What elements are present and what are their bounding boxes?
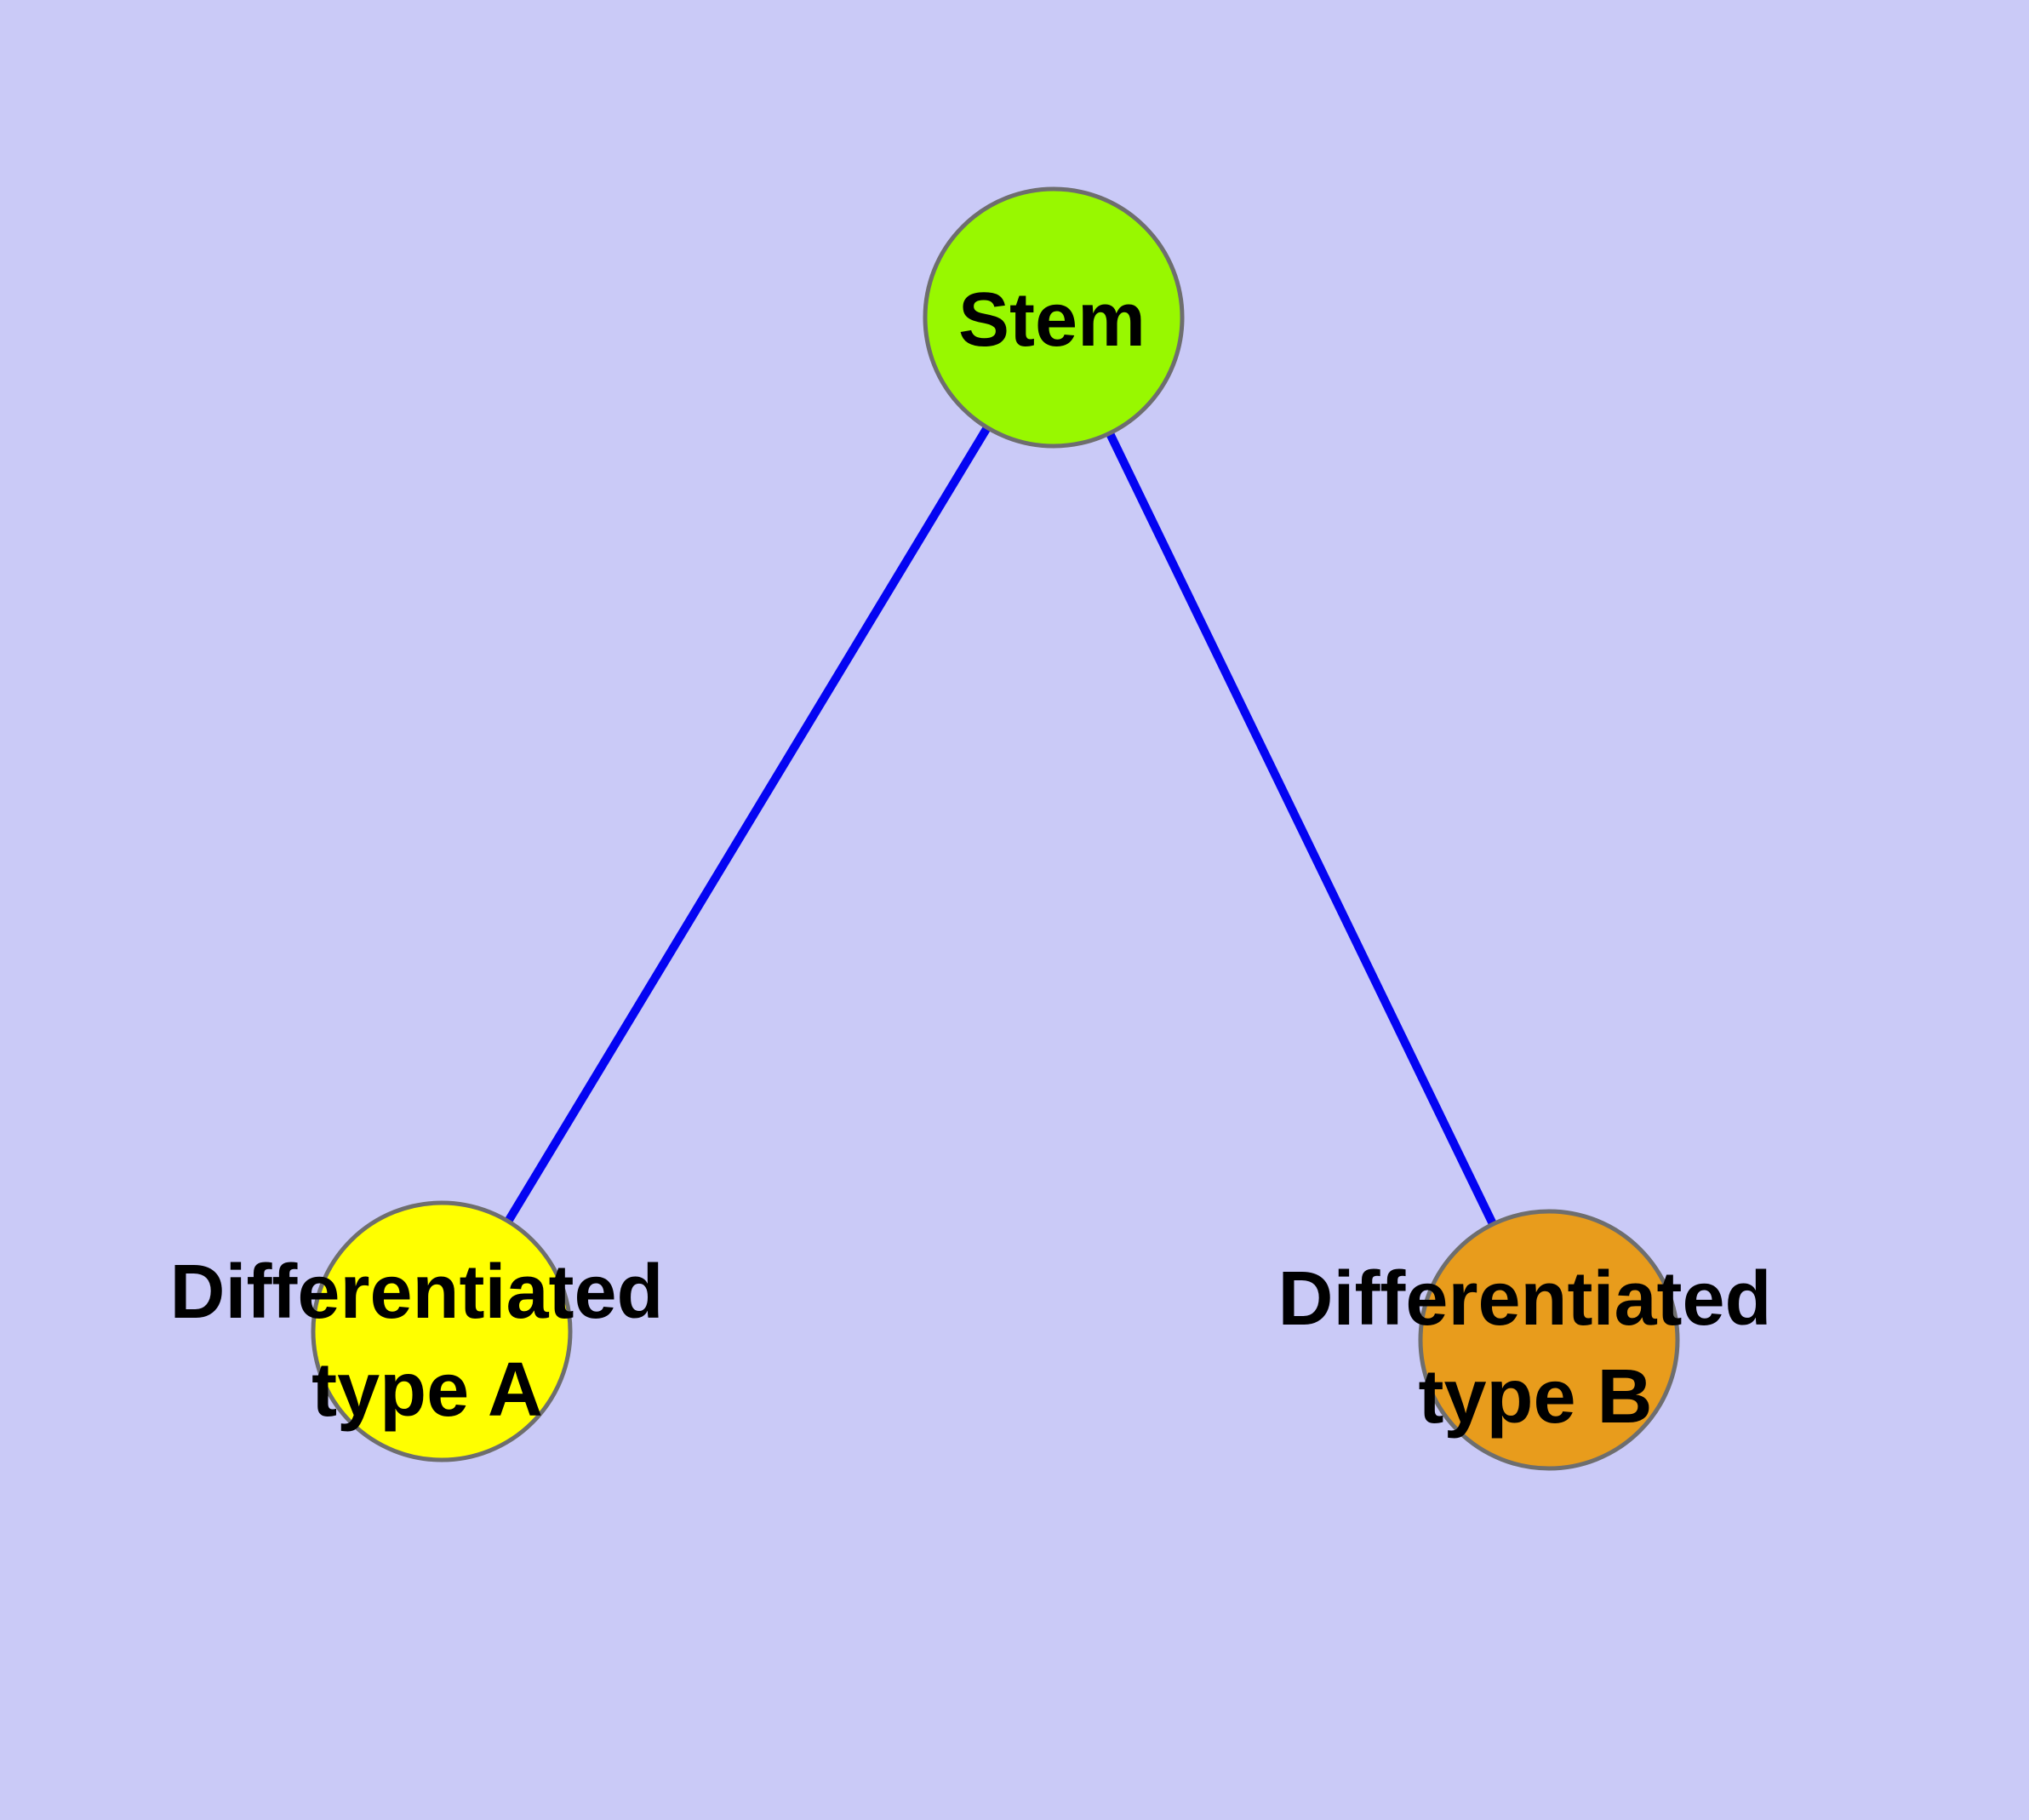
node-stem (923, 186, 1185, 449)
node-stem-label: Stem (958, 278, 1146, 363)
edge-stem-to-type-a (437, 315, 1058, 1334)
node-differentiated-type-a (311, 1200, 573, 1462)
node-type-b-label-line1: Differentiated (1277, 1256, 1771, 1342)
node-type-b-label: Differentiated type B (1277, 1256, 1792, 1439)
node-type-b-label-line2: type B (1418, 1354, 1652, 1439)
node-differentiated-type-b (1418, 1209, 1680, 1471)
node-type-a-label-line1: Differentiated (169, 1250, 663, 1335)
node-type-a-label: Differentiated type A (169, 1250, 684, 1433)
node-type-a-label-line2: type A (311, 1348, 543, 1433)
edge-stem-to-type-b (1049, 315, 1553, 1342)
